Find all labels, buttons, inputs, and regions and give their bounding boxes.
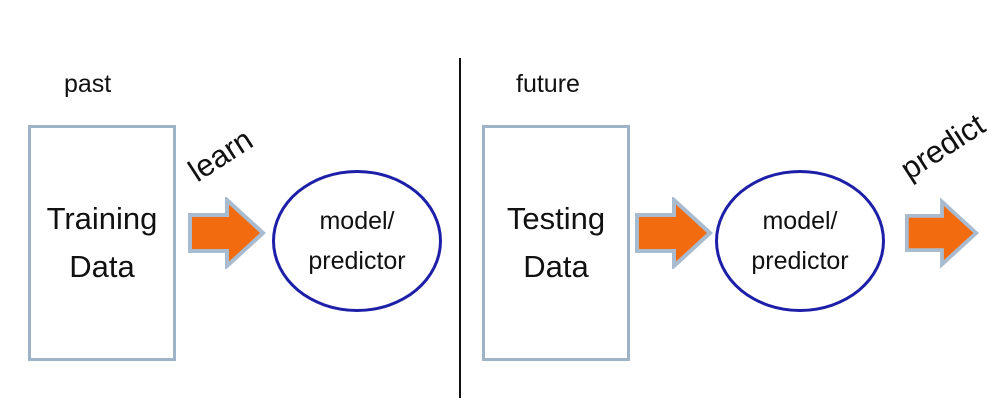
model-label-line1: model/ — [319, 207, 395, 235]
training-data-line2: Data — [69, 249, 135, 284]
model-label-line2: predictor — [308, 247, 406, 275]
model-label-line2: predictor — [751, 247, 849, 275]
testing-data-line2: Data — [523, 249, 589, 284]
training-data-line1: Training — [46, 201, 158, 236]
model-predictor-ellipse-right: model/ predictor — [715, 170, 885, 312]
test-arrow-icon — [635, 197, 713, 269]
model-label-line1: model/ — [762, 207, 838, 235]
learn-arrow-icon — [188, 197, 266, 269]
training-data-box: Training Data — [28, 125, 176, 361]
model-predictor-ellipse-left: model/ predictor — [272, 170, 442, 312]
predict-label: predict — [894, 106, 992, 187]
predict-arrow-icon — [904, 197, 980, 269]
testing-data-line1: Testing — [506, 201, 606, 236]
testing-data-box: Testing Data — [482, 125, 630, 361]
learn-label: learn — [182, 121, 259, 189]
vertical-divider — [459, 58, 461, 398]
time-label-past: past — [64, 70, 112, 98]
time-label-future: future — [516, 70, 580, 98]
